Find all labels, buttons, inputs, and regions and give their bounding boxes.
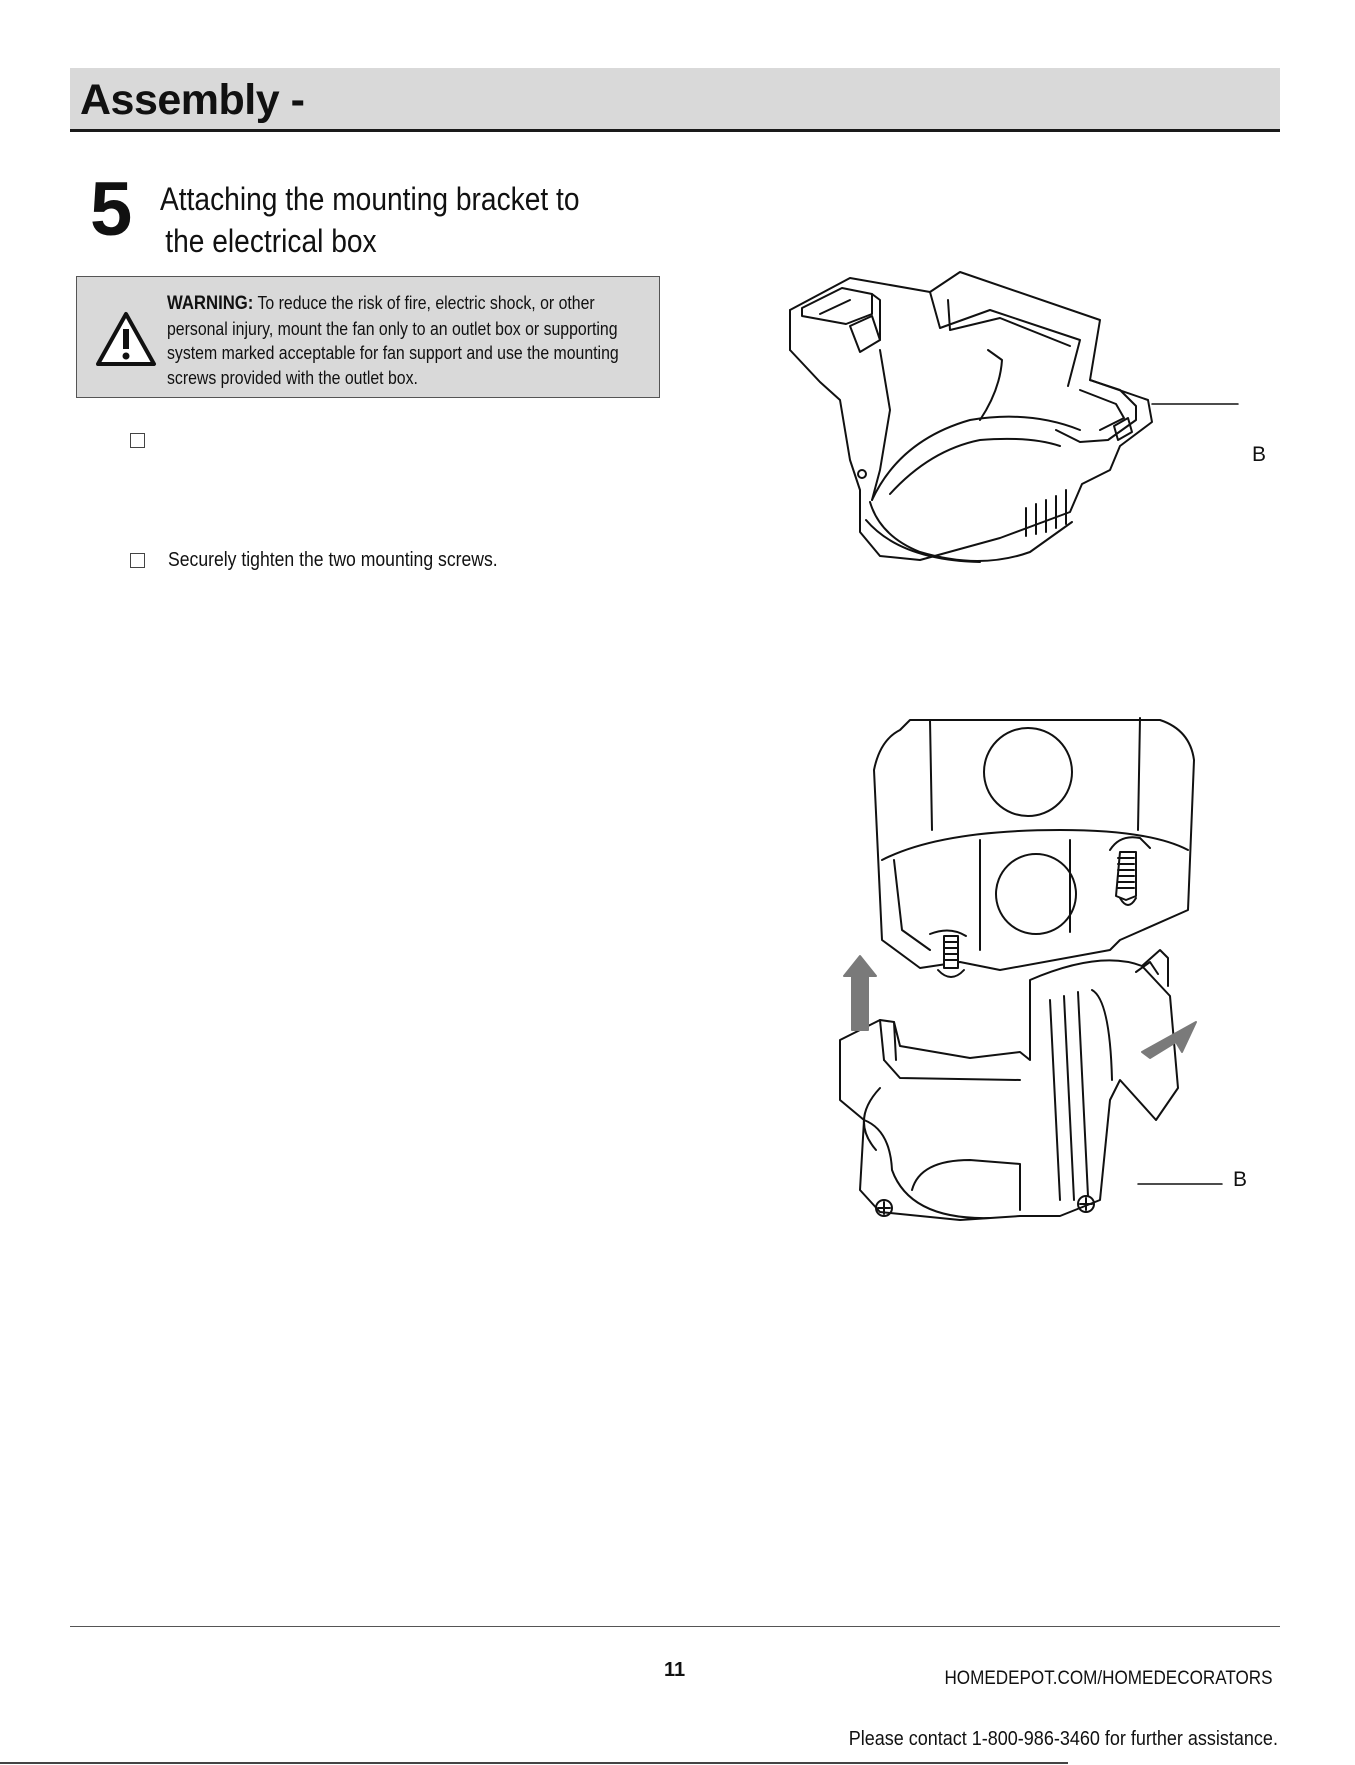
instruction-checkbox-1[interactable] (130, 433, 145, 448)
footer-website: HOMEDEPOT.COM/HOMEDECORATORS (944, 1668, 1273, 1689)
warning-body: To reduce the risk of fire, electric sho… (167, 293, 619, 388)
mounting-bracket-illustration (789, 271, 1239, 563)
step-title-line-1: Attaching the mounting bracket to (160, 181, 580, 217)
outlet-box-bracket-illustration (839, 717, 1223, 1221)
instruction-checkbox-2[interactable] (130, 553, 145, 568)
warning-triangle-icon (96, 312, 156, 366)
warning-text: WARNING: To reduce the risk of fire, ele… (167, 291, 642, 390)
warning-label: WARNING: (167, 293, 254, 314)
section-title: Assembly - (80, 76, 305, 124)
section-header: Assembly - (70, 68, 1280, 132)
callout-label-top: B (1252, 443, 1267, 466)
step-title: Attaching the mounting bracket to the el… (160, 178, 618, 262)
instruction-text-2: Securely tighten the two mounting screws… (168, 549, 498, 571)
page-bottom-edge (0, 1762, 1068, 1764)
footer-divider (70, 1626, 1280, 1627)
step-number: 5 (90, 167, 133, 252)
page-number: 11 (664, 1659, 686, 1681)
warning-box: WARNING: To reduce the risk of fire, ele… (76, 276, 660, 398)
footer-contact: Please contact 1-800-986-3460 for furthe… (848, 1728, 1278, 1750)
step-title-line-2: the electrical box (165, 223, 377, 259)
callout-label-bottom: B (1233, 1168, 1248, 1191)
